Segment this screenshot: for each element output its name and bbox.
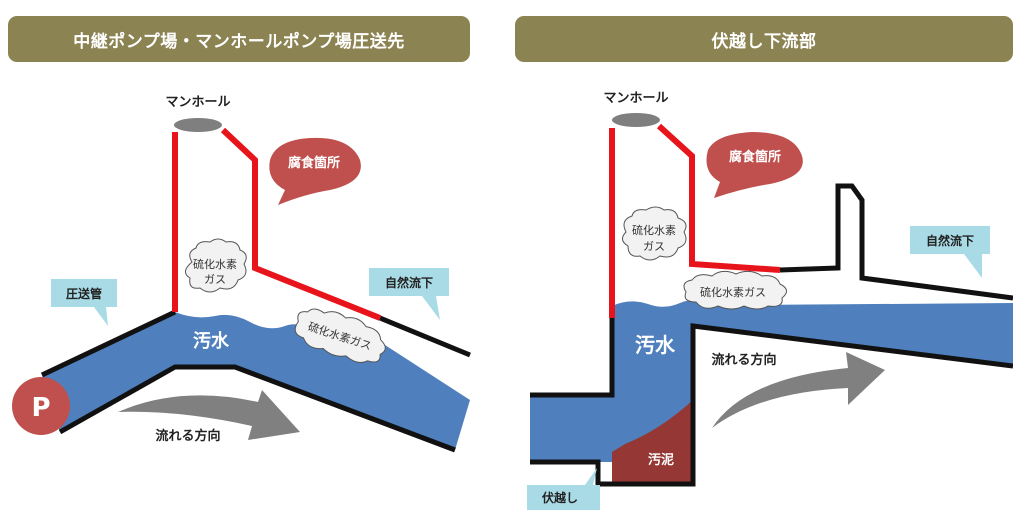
right-gravity-flow-callout (910, 226, 990, 278)
right-gravity-pipe-wall (779, 183, 1013, 301)
right-gas-cloud-2 (683, 270, 787, 310)
left-gravity-pipe-wall (379, 315, 471, 358)
right-gas-cloud-2-text: 硫化水素ガス (700, 285, 766, 299)
right-manhole-label: マンホール (603, 91, 668, 106)
pump-icon (12, 377, 70, 435)
right-sewage-label: 汚水 (635, 333, 676, 357)
right-manhole-corrosion-wall-right (656, 123, 781, 273)
right-flow-direction-label: 流れる方向 (711, 352, 776, 368)
left-sewage-label: 汚水 (193, 330, 230, 352)
left-flow-direction-label: 流れる方向 (155, 428, 220, 444)
left-flow-direction-arrow (118, 390, 300, 440)
left-corrosion-callout (269, 137, 361, 205)
right-corrosion-callout-text: 腐食箇所 (729, 149, 781, 165)
right-sludge-label: 汚泥 (648, 452, 674, 468)
right-gas-cloud-1-line2: ガス (643, 240, 665, 253)
pump-label: P (31, 393, 50, 423)
right-siphon-wall-bottom (530, 323, 1013, 487)
left-manhole-cap (174, 118, 222, 132)
left-gravity-flow-callout (369, 268, 449, 320)
right-gas-cloud-1-line1: 硫化水素 (632, 223, 676, 237)
left-pressure-pipe-label: 圧送管 (66, 286, 102, 301)
right-siphon-wall-left (530, 318, 615, 398)
right-panel-header: 伏越し下流部 (515, 16, 1013, 62)
left-manhole-corrosion-wall-right (220, 127, 382, 321)
left-panel-diagram: マンホール 腐食箇所 硫化水素 ガス 硫化水素ガス 汚水 圧送管 自然流下 流れ… (12, 95, 471, 453)
right-gas-cloud-1 (622, 206, 687, 261)
left-gas-cloud-1 (185, 238, 247, 293)
right-manhole-cap (612, 113, 660, 127)
right-panel-diagram: マンホール 腐食箇所 硫化水素 ガス 硫化水素ガス 自然流下 汚水 流れる方向 … (527, 91, 1013, 510)
left-pipe-lower-wall (58, 364, 456, 453)
left-panel-header: 中継ポンプ場・マンホールポンプ場圧送先 (8, 16, 470, 62)
left-pipe-upper-wall (40, 309, 177, 378)
left-gas-cloud-1-line1: 硫化水素 (193, 257, 237, 271)
left-gas-cloud-1-line2: ガス (204, 273, 226, 286)
right-gravity-flow-label: 自然流下 (926, 233, 974, 248)
right-corrosion-callout (706, 132, 803, 198)
left-gas-cloud-2 (294, 308, 386, 364)
right-siphon-label: 伏越し (542, 490, 578, 505)
right-sludge (612, 400, 693, 484)
left-manhole-label: マンホール (165, 95, 230, 110)
left-gravity-flow-label: 自然流下 (385, 275, 433, 290)
left-pressure-pipe-callout (51, 279, 117, 326)
left-corrosion-callout-text: 腐食箇所 (288, 155, 340, 171)
right-siphon-callout (527, 468, 600, 510)
right-flow-direction-arrow (712, 352, 885, 428)
